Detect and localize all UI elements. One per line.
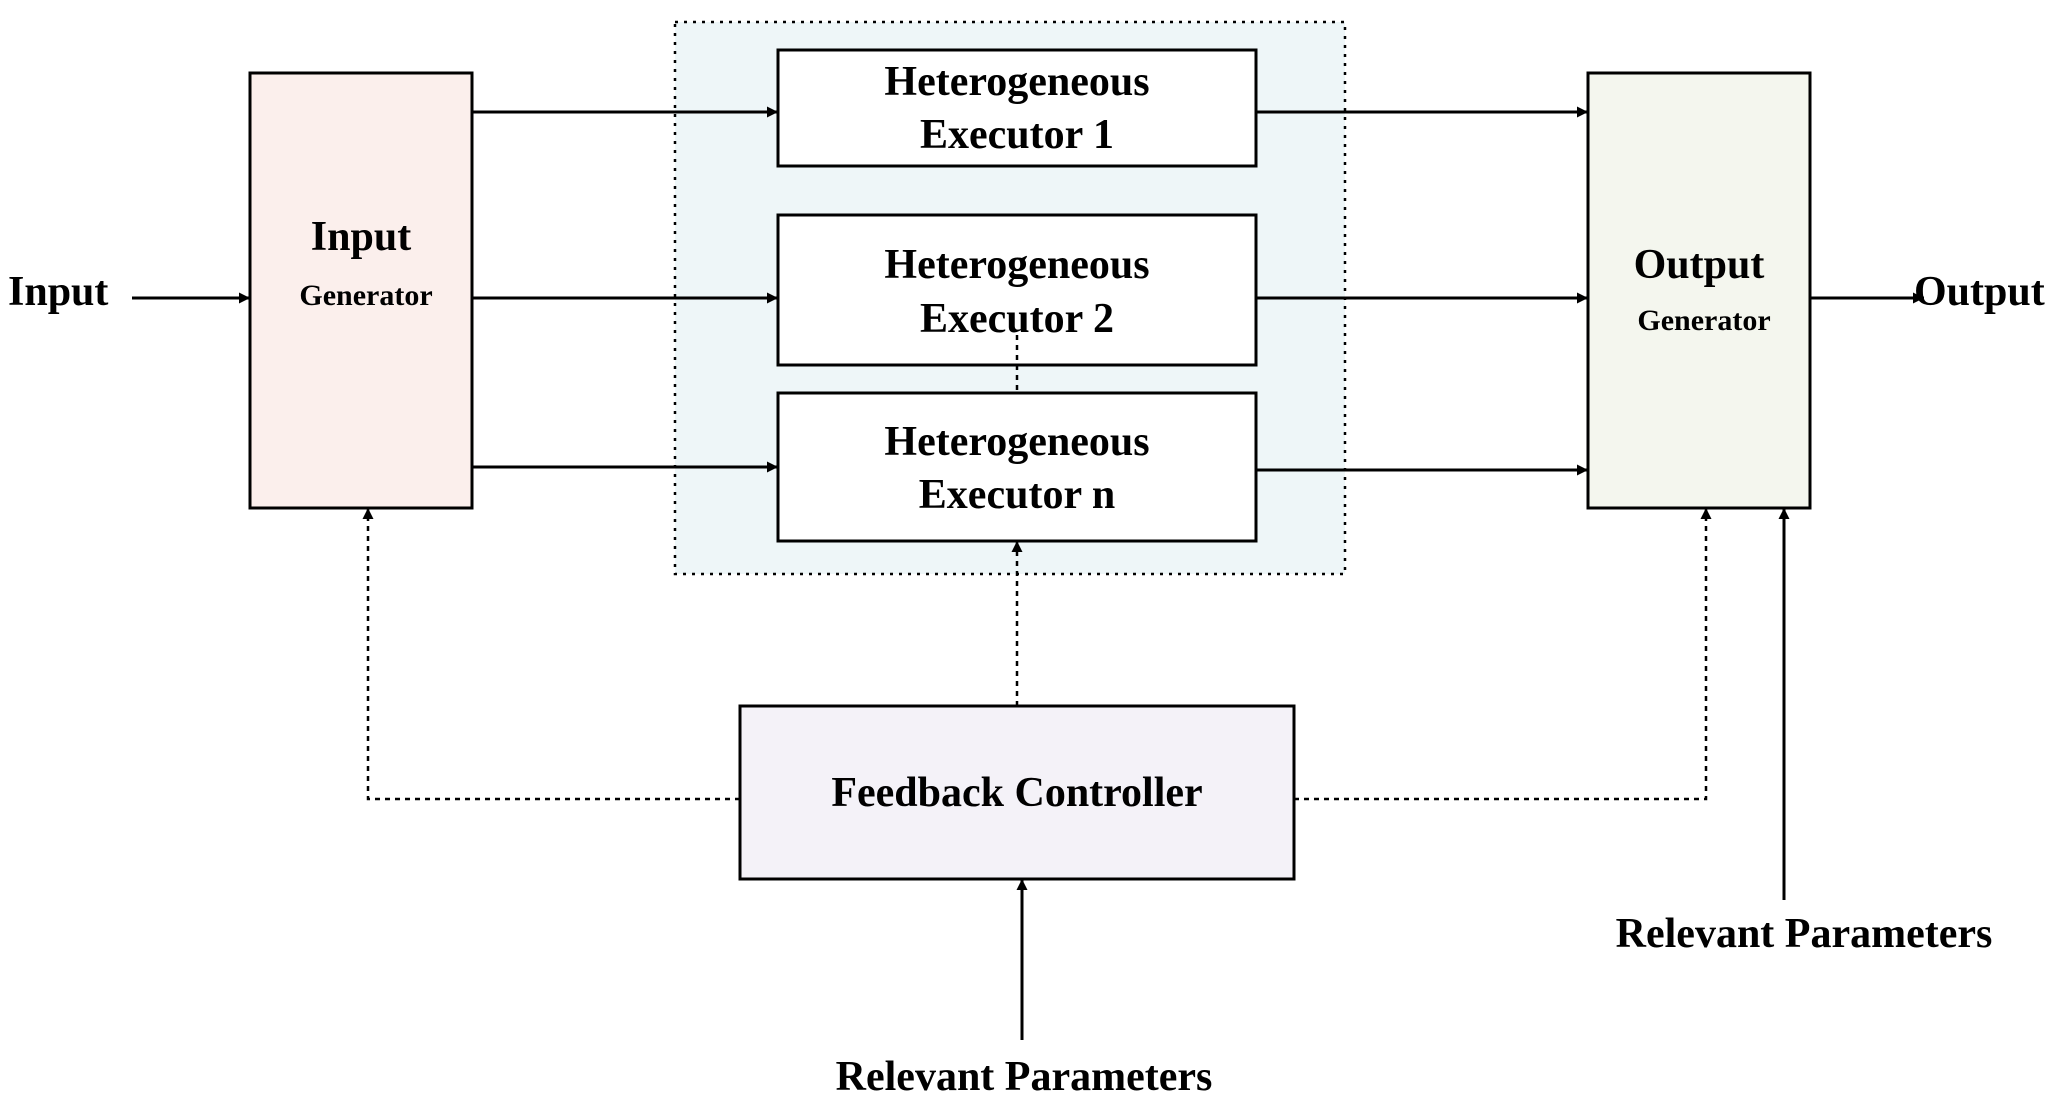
output-generator-box xyxy=(1586,71,1812,510)
input-label: Input xyxy=(8,269,108,315)
input-generator-subtitle: Generator xyxy=(299,279,432,312)
feedback-controller-box xyxy=(738,704,1296,881)
executor-2-line1: Heterogeneous xyxy=(884,242,1149,288)
executor-2-line2: Executor 2 xyxy=(920,296,1114,342)
relevant-parameters-right-label: Relevant Parameters xyxy=(1616,911,1993,957)
feedback-to-input-generator-arrow xyxy=(362,508,740,801)
executor-n-line1: Heterogeneous xyxy=(884,419,1149,465)
executor-1-box xyxy=(776,48,1258,168)
executor-n-box xyxy=(776,391,1258,543)
input-generator-title: Input xyxy=(311,214,411,260)
output-label: Output xyxy=(1914,269,2045,315)
output-generator-title: Output xyxy=(1634,242,1765,288)
feedback-to-output-generator-arrow xyxy=(1294,508,1712,801)
relevant-parameters-bottom-label: Relevant Parameters xyxy=(836,1054,1213,1100)
feedback-controller-label: Feedback Controller xyxy=(831,770,1202,816)
executor-1-line2: Executor 1 xyxy=(920,112,1114,158)
executor-2-box xyxy=(776,213,1258,367)
executor-1-line1: Heterogeneous xyxy=(884,59,1149,105)
executor-n-line2: Executor n xyxy=(919,472,1115,518)
output-generator-subtitle: Generator xyxy=(1637,304,1770,337)
input-generator-box xyxy=(248,71,474,510)
